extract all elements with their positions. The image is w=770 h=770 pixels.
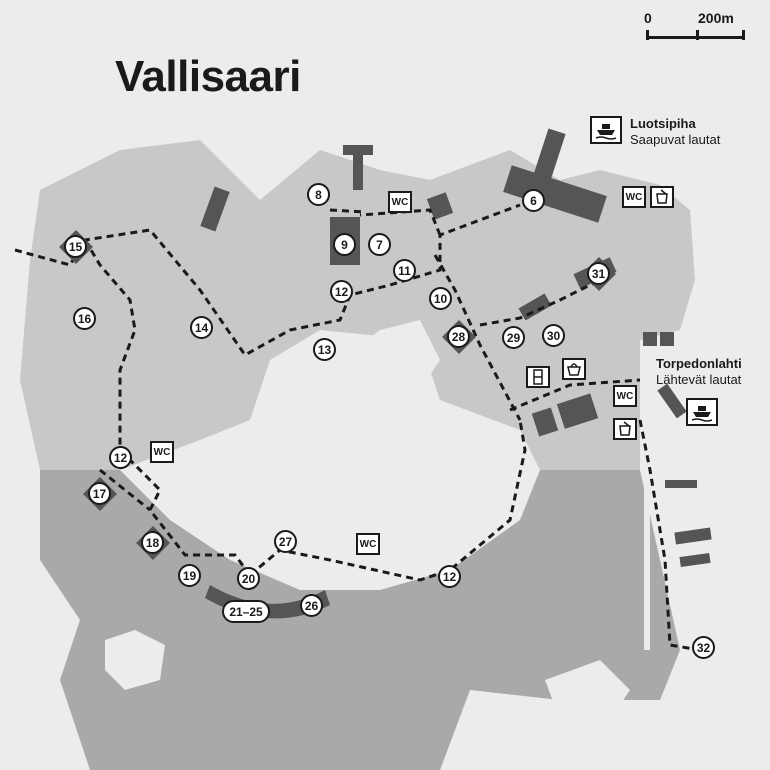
point-15[interactable]: 15 (64, 235, 87, 258)
pier-east-name: Torpedonlahti (656, 356, 742, 371)
point-9[interactable]: 9 (333, 233, 356, 256)
point-20[interactable]: 20 (237, 567, 260, 590)
point-17[interactable]: 17 (88, 482, 111, 505)
point-16[interactable]: 16 (73, 307, 96, 330)
info-icon[interactable] (526, 366, 550, 388)
point-12[interactable]: 12 (109, 446, 132, 469)
wc-icon[interactable]: WC (150, 441, 174, 463)
point-26[interactable]: 26 (300, 594, 323, 617)
point-18[interactable]: 18 (141, 531, 164, 554)
wc-icon[interactable]: WC (613, 385, 637, 407)
point-30[interactable]: 30 (542, 324, 565, 347)
point-17-marker[interactable]: 17 (83, 477, 117, 511)
wc-icon[interactable]: WC (622, 186, 646, 208)
scale-zero: 0 (644, 10, 652, 26)
point-8[interactable]: 8 (307, 183, 330, 206)
map-title: Vallisaari (115, 52, 301, 101)
scale-distance: 200m (698, 10, 734, 26)
point-19[interactable]: 19 (178, 564, 201, 587)
pier-east (644, 400, 650, 650)
point-28-marker[interactable]: 28 (442, 320, 476, 354)
point-6[interactable]: 6 (522, 189, 545, 212)
point-32[interactable]: 32 (692, 636, 715, 659)
point-21-25[interactable]: 21–25 (222, 600, 270, 623)
point-12[interactable]: 12 (438, 565, 461, 588)
pier-east-subtitle: Lähtevät lautat (656, 372, 742, 387)
point-29[interactable]: 29 (502, 326, 525, 349)
pier-north-name: Luotsipiha (630, 116, 696, 131)
shop-icon[interactable] (562, 358, 586, 380)
lake-south (105, 630, 165, 690)
point-27[interactable]: 27 (274, 530, 297, 553)
point-28[interactable]: 28 (447, 325, 470, 348)
point-31-marker[interactable]: 31 (582, 257, 616, 291)
wc-icon[interactable]: WC (356, 533, 380, 555)
point-14[interactable]: 14 (190, 316, 213, 339)
lake-southeast (545, 660, 630, 720)
lake-central (280, 320, 440, 440)
ferry-icon (590, 116, 622, 144)
ferry-icon (686, 398, 718, 426)
point-11[interactable]: 11 (393, 259, 416, 282)
point-15-marker[interactable]: 15 (59, 230, 93, 264)
walking-route (14, 203, 701, 652)
scale-bar: 0 200m (644, 10, 748, 42)
point-31[interactable]: 31 (587, 262, 610, 285)
pier-north-label: Luotsipiha Saapuvat lautat (630, 116, 720, 148)
cafe-icon[interactable] (613, 418, 637, 440)
wc-icon[interactable]: WC (388, 191, 412, 213)
point-18-marker[interactable]: 18 (136, 526, 170, 560)
point-7[interactable]: 7 (368, 233, 391, 256)
cafe-icon[interactable] (650, 186, 674, 208)
point-13[interactable]: 13 (313, 338, 336, 361)
point-12[interactable]: 12 (330, 280, 353, 303)
pier-east-label: Torpedonlahti Lähtevät lautat (656, 356, 742, 388)
land-south (40, 470, 680, 770)
point-10[interactable]: 10 (429, 287, 452, 310)
pier-north-subtitle: Saapuvat lautat (630, 132, 721, 147)
